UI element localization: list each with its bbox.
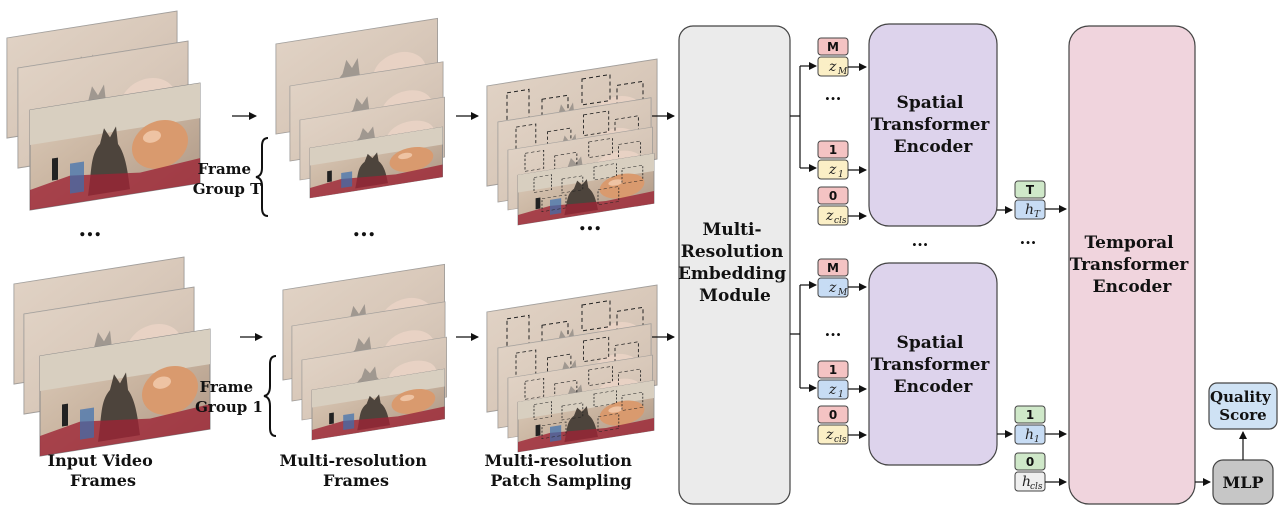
ellipsis-input: ... <box>79 216 102 242</box>
spatial-top-line2: Transformer <box>871 115 991 135</box>
badge-t: T <box>1026 183 1035 197</box>
spatial-encoder-top-label: Spatial Transformer Encoder <box>871 93 996 157</box>
ellipsis-tokens-top: ... <box>825 85 842 104</box>
column-label-input-line1: Input Video <box>48 451 153 470</box>
token-z1-bottom: z <box>828 382 837 398</box>
token-zcls-top: z <box>825 208 834 224</box>
h-token-group: T h T ... 1 h 1 0 h cls <box>1014 180 1046 492</box>
badge-1-top: 1 <box>829 143 837 157</box>
ellipsis-multires: ... <box>353 216 376 242</box>
embedding-label-line1: Multi- <box>703 220 762 240</box>
embedding-label-line2: Resolution <box>681 242 784 262</box>
ellipsis-patch: ... <box>579 210 602 236</box>
quality-score-label: Quality Score <box>1210 388 1276 424</box>
spatial-encoder-top <box>868 23 998 227</box>
temporal-line3: Encoder <box>1093 277 1173 297</box>
spatial-encoder-bottom <box>868 262 998 466</box>
token-ht-sub: T <box>1034 210 1041 220</box>
column-label-patch-line2: Patch Sampling <box>490 471 631 490</box>
temporal-encoder <box>1068 25 1196 505</box>
embedding-label-line4: Module <box>699 286 771 306</box>
quality-line2: Score <box>1219 406 1266 424</box>
input-frames-top <box>6 10 201 211</box>
frame-group-t-line2: Group T <box>193 180 262 198</box>
token-zcls-bottom-sub: cls <box>834 435 847 445</box>
column-label-multires-line2: Frames <box>323 471 389 490</box>
ellipsis-spatial: ... <box>912 231 929 250</box>
badge-0-h: 0 <box>1026 455 1034 469</box>
multires-frames-bottom <box>282 263 447 441</box>
token-zm-top: z <box>828 59 837 75</box>
badge-m-bottom: M <box>827 261 839 275</box>
column-label-input: Input Video Frames <box>48 451 159 490</box>
frame-group-1-line2: Group 1 <box>195 398 263 416</box>
frame-group-t-brace <box>255 137 269 217</box>
token-hcls: h <box>1022 474 1031 490</box>
spatial-bottom-line2: Transformer <box>871 355 991 375</box>
spatial-encoder-bottom-label: Spatial Transformer Encoder <box>871 333 996 397</box>
column-label-patch: Multi-resolution Patch Sampling <box>485 451 638 490</box>
column-label-multires-line1: Multi-resolution <box>280 451 428 470</box>
multires-frames-top <box>275 17 445 199</box>
token-group-top: M z M ... 1 z 1 0 z cls <box>817 37 849 226</box>
badge-1-h: 1 <box>1026 408 1034 422</box>
column-label-input-line2: Frames <box>70 471 136 490</box>
spatial-top-line3: Encoder <box>894 137 974 157</box>
column-label-patch-line1: Multi-resolution <box>485 451 633 470</box>
token-z1-bottom-sub: 1 <box>838 390 844 400</box>
token-hcls-sub: cls <box>1030 482 1043 492</box>
token-zcls-top-sub: cls <box>834 216 847 226</box>
patch-sampling-bottom <box>486 284 658 453</box>
token-zm-top-sub: M <box>837 67 848 77</box>
temporal-encoder-label: Temporal Transformer Encoder <box>1070 233 1195 297</box>
branch-top-connector <box>790 66 801 168</box>
token-ht: h <box>1025 202 1034 218</box>
token-zcls-bottom: z <box>825 427 834 443</box>
quality-score-box <box>1208 382 1278 430</box>
frame-group-1-brace <box>263 355 277 437</box>
embedding-label-line3: Embedding <box>678 264 786 284</box>
badge-0-top: 0 <box>829 189 837 203</box>
temporal-line2: Transformer <box>1070 255 1190 275</box>
mlp-label: MLP <box>1223 473 1264 492</box>
frame-group-t-line1: Frame <box>198 160 251 178</box>
token-zm-bottom-sub: M <box>837 288 848 298</box>
badge-0-bottom: 0 <box>829 408 837 422</box>
embedding-module-box <box>678 25 791 505</box>
token-group-bottom: M z M ... 1 z 1 0 z cls <box>817 258 849 445</box>
ellipsis-tokens-bottom: ... <box>825 321 842 340</box>
frame-group-1-line1: Frame <box>200 378 253 396</box>
quality-line1: Quality <box>1210 388 1272 406</box>
temporal-line1: Temporal <box>1084 233 1174 253</box>
badge-m-top: M <box>827 40 839 54</box>
spatial-bottom-line3: Encoder <box>894 377 974 397</box>
token-z1-top-sub: 1 <box>838 170 844 180</box>
embedding-module-label: Multi- Resolution Embedding Module <box>678 220 792 306</box>
token-h1: h <box>1025 427 1034 443</box>
input-frames-bottom <box>13 256 211 457</box>
spatial-top-line1: Spatial <box>897 93 965 113</box>
token-h1-sub: 1 <box>1034 435 1040 445</box>
badge-1-bottom: 1 <box>829 363 837 377</box>
frame-group-1-label: Frame Group 1 <box>195 378 263 416</box>
token-z1-top: z <box>828 162 837 178</box>
token-zm-bottom: z <box>828 280 837 296</box>
patch-sampling-top <box>486 58 658 226</box>
spatial-bottom-line1: Spatial <box>897 333 965 353</box>
column-label-multires: Multi-resolution Frames <box>280 451 433 490</box>
ellipsis-h-tokens: ... <box>1020 229 1037 248</box>
frame-group-t-label: Frame Group T <box>193 160 262 198</box>
branch-bottom-connector <box>790 285 801 388</box>
